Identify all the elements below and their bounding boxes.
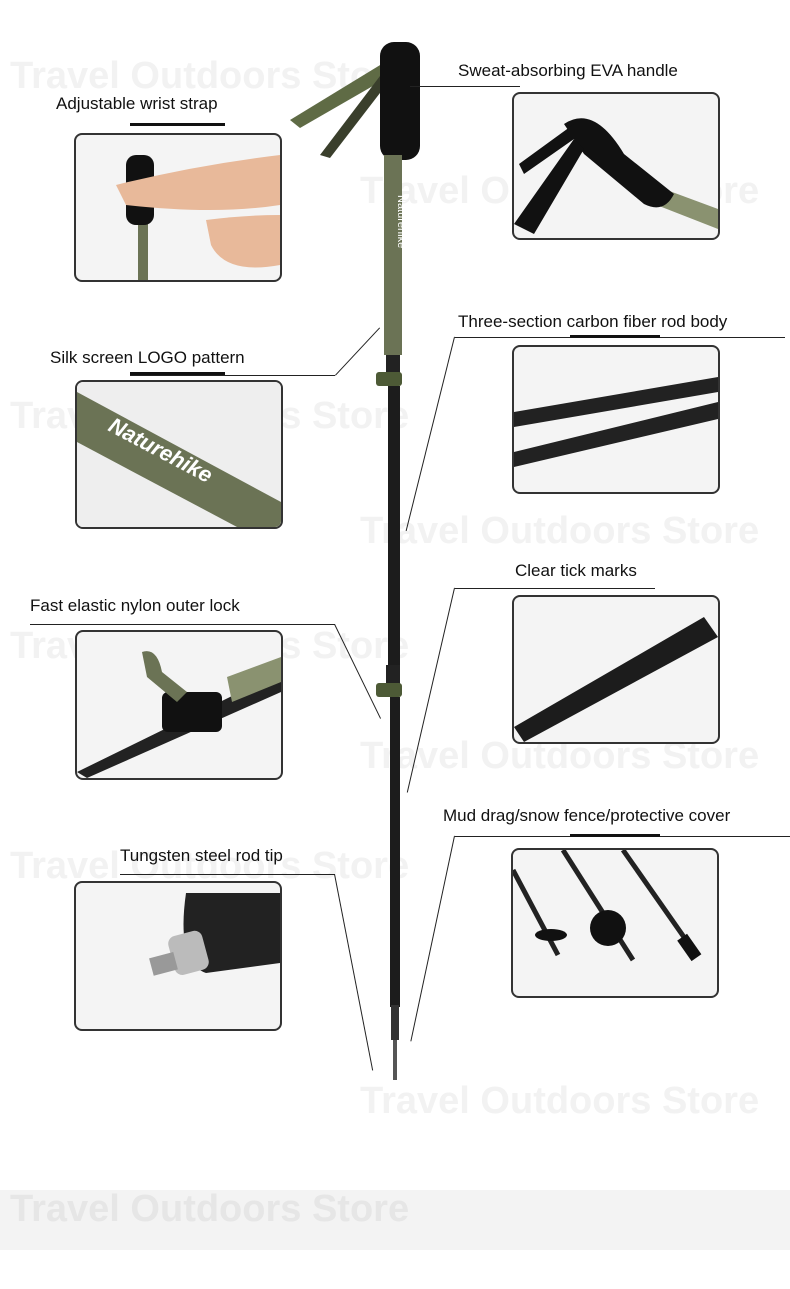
upper-section bbox=[384, 155, 402, 355]
callout-label-tick-marks: Clear tick marks bbox=[515, 561, 637, 580]
detail-image-eva-handle bbox=[512, 92, 720, 240]
watermark: Travel Outdoors Store bbox=[10, 1188, 410, 1230]
label-underline bbox=[570, 834, 660, 837]
detail-image-outer-lock bbox=[75, 630, 283, 780]
wrist-strap-shape bbox=[290, 62, 392, 128]
detail-image-logo-pattern: Naturehike bbox=[75, 380, 283, 529]
label-underline bbox=[130, 372, 225, 375]
lower-section bbox=[390, 697, 400, 1007]
callout-label-mud-basket: Mud drag/snow fence/protective cover bbox=[443, 806, 731, 825]
callout-label-outer-lock: Fast elastic nylon outer lock bbox=[30, 596, 240, 615]
leader-line bbox=[455, 588, 655, 589]
detail-image-rod-tip bbox=[74, 881, 282, 1031]
grip-shape bbox=[380, 42, 420, 160]
leader-line bbox=[30, 624, 335, 625]
detail-image-mud-basket bbox=[511, 848, 719, 998]
watermark: Travel Outdoors Store bbox=[360, 1080, 760, 1122]
label-underline bbox=[570, 335, 660, 338]
leader-line bbox=[130, 375, 335, 376]
leader-line bbox=[410, 86, 520, 87]
callout-label-carbon-rod: Three-section carbon fiber rod body bbox=[458, 312, 728, 331]
pole-logo: Naturehike bbox=[395, 195, 407, 248]
middle-section bbox=[388, 386, 400, 671]
lock-shape bbox=[376, 372, 402, 386]
footer-band bbox=[0, 1190, 790, 1250]
watermark: Travel Outdoors Store bbox=[10, 845, 410, 887]
callout-label-rod-tip: Tungsten steel rod tip bbox=[120, 846, 283, 865]
tip-shape bbox=[393, 1040, 397, 1080]
callout-label-logo-pattern: Silk screen LOGO pattern bbox=[50, 348, 245, 367]
label-underline bbox=[130, 123, 225, 126]
detail-image-wrist-strap bbox=[74, 133, 282, 282]
leader-line bbox=[120, 874, 335, 875]
watermark: Travel Outdoors Store bbox=[360, 510, 760, 552]
callout-label-wrist-strap: Adjustable wrist strap bbox=[56, 94, 218, 113]
detail-image-tick-marks bbox=[512, 595, 720, 744]
detail-image-carbon-rod bbox=[512, 345, 720, 494]
callout-label-eva-handle: Sweat-absorbing EVA handle bbox=[458, 61, 678, 80]
